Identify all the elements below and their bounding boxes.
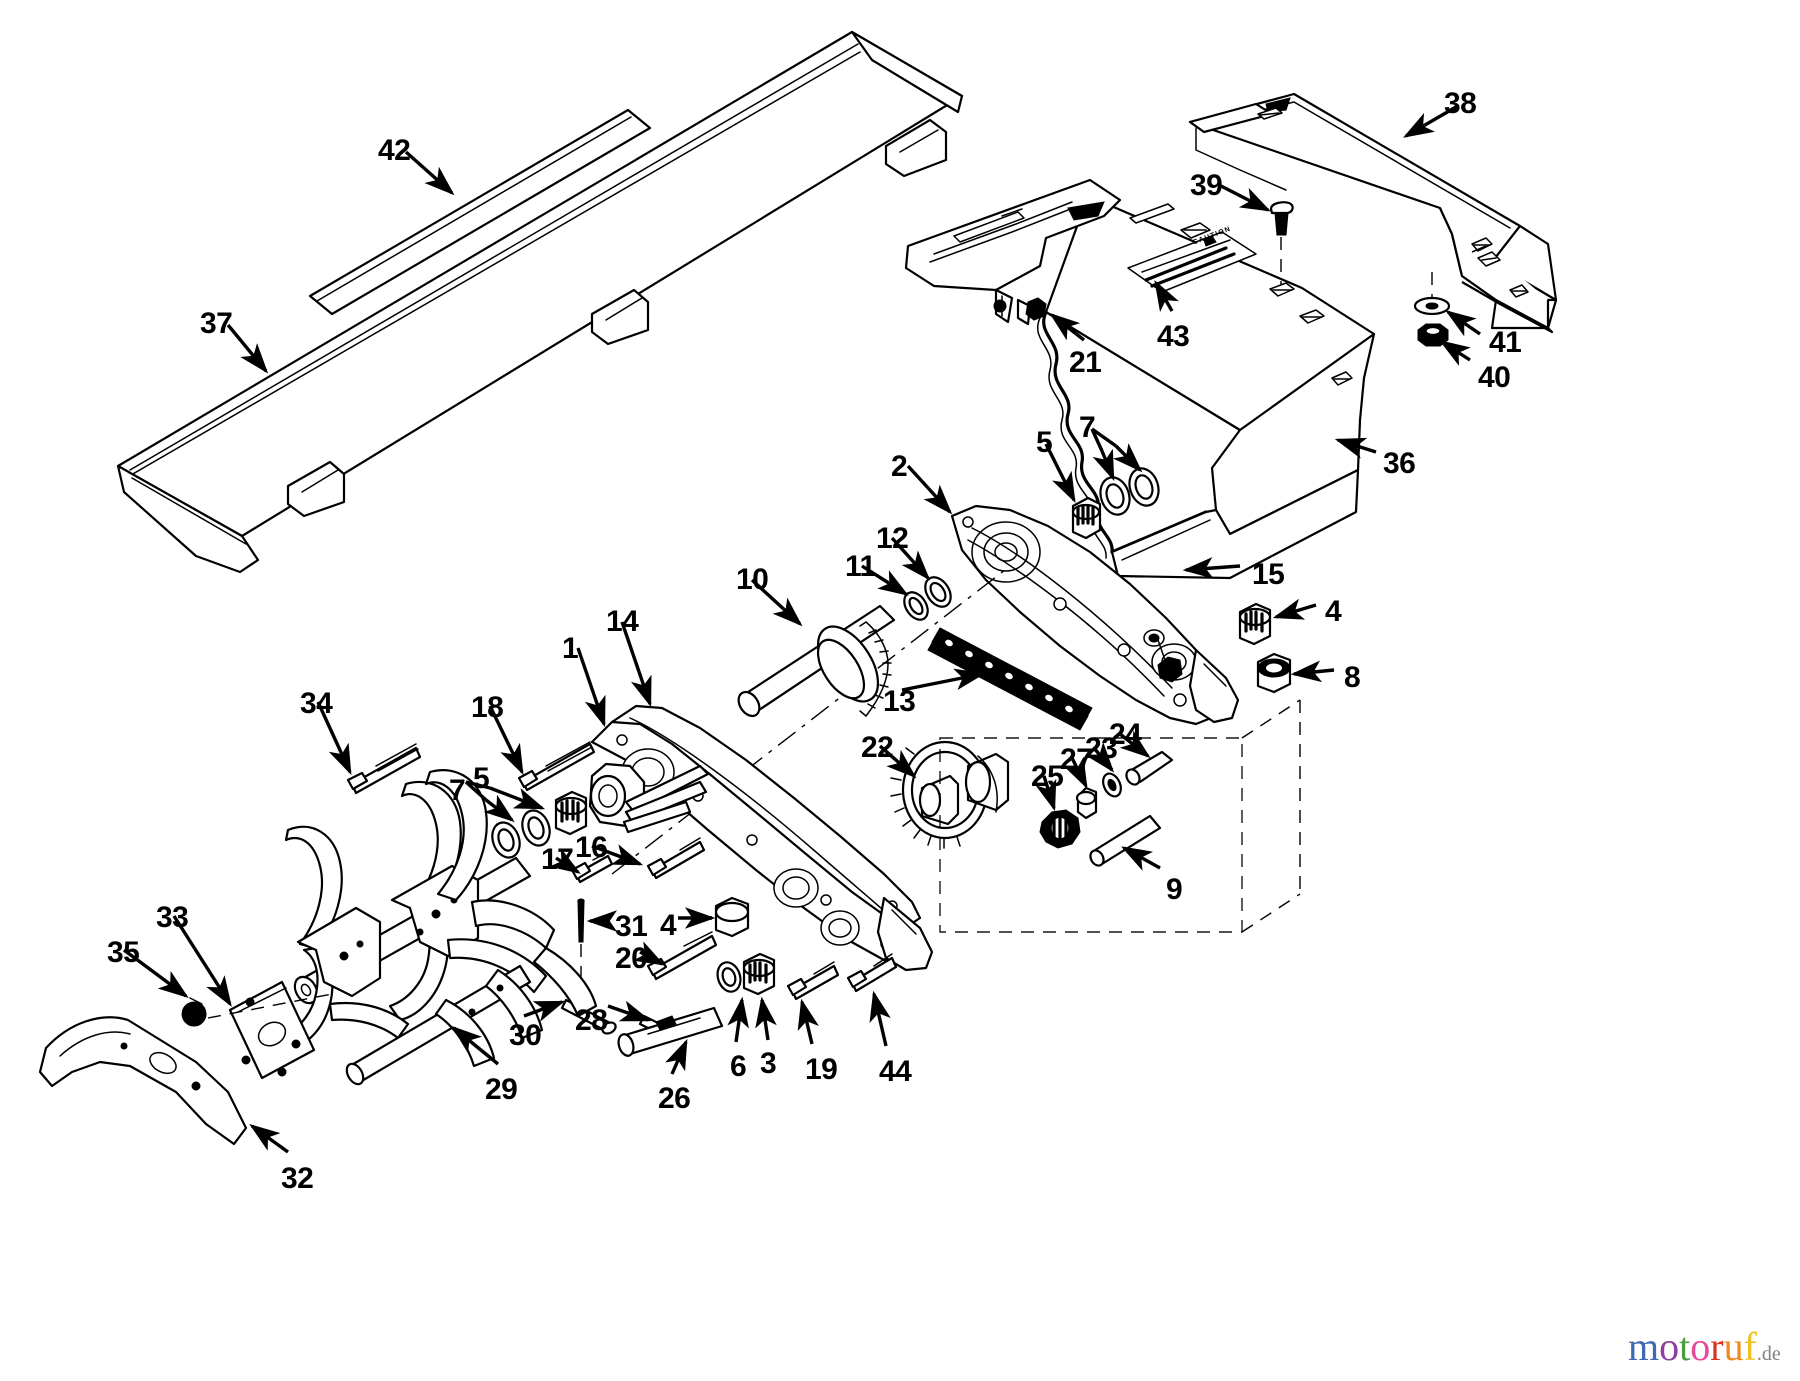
callout-43: 43	[1157, 320, 1190, 353]
watermark-letter-r: r	[1710, 1324, 1724, 1369]
part-38-right-end-shield	[1188, 92, 1558, 334]
part-6-needle-bearing	[742, 952, 776, 996]
watermark-letter-t: t	[1679, 1324, 1691, 1369]
callout-40: 40	[1478, 361, 1511, 394]
callout-10: 10	[736, 563, 769, 596]
callout-42: 42	[378, 134, 411, 167]
callout-15: 15	[1252, 558, 1285, 591]
callout-13: 13	[883, 685, 916, 718]
callout-22: 22	[861, 731, 894, 764]
callout-38: 38	[1444, 87, 1477, 120]
part-27-spacer-27	[1075, 786, 1098, 820]
callout-16: 16	[575, 831, 608, 864]
callout-17: 17	[541, 843, 574, 876]
part-23-washer-23	[1102, 772, 1122, 798]
part-5-needle-bearing-left	[554, 790, 588, 836]
part-4-bushing-center	[714, 896, 750, 938]
part-4-needle-bearing-right	[1238, 602, 1272, 646]
part-25-pinion-gear	[1039, 809, 1081, 849]
callout-21: 21	[1069, 346, 1102, 379]
part-21-hood-hex-nut	[1025, 297, 1047, 321]
part-7-oil-seals-upper	[1099, 467, 1160, 516]
part-8-bushing-right	[1256, 652, 1292, 694]
part-39-shield-screw	[1269, 201, 1294, 236]
part-19-hex-bolt	[786, 961, 840, 1001]
callout-34: 34	[300, 687, 333, 720]
part-31-roll-pin	[577, 898, 585, 943]
watermark-letter-m: m	[1628, 1324, 1660, 1369]
part-34-hex-bolt	[346, 743, 422, 795]
part-7-oil-seals-left	[491, 809, 551, 859]
part-11-retaining-ring	[903, 591, 929, 621]
callout-36: 36	[1383, 447, 1416, 480]
watermark-letter-u: u	[1723, 1324, 1744, 1369]
part-36-tiller-hood	[904, 178, 1376, 580]
callout-4-right: 4	[1325, 595, 1342, 628]
part-33-tine-mounting-plate	[228, 980, 316, 1080]
part-24-spacer-24	[1125, 750, 1174, 786]
part-37-left-hood-shield	[116, 30, 964, 574]
part-18-hex-bolt	[517, 741, 596, 792]
callout-2: 2	[891, 450, 908, 483]
callout-7-left: 7	[449, 774, 466, 807]
part-16-hex-bolt	[646, 837, 706, 880]
part-13-drive-chain	[927, 627, 1093, 731]
callout-32: 32	[281, 1162, 314, 1195]
watermark-suffix: .de	[1756, 1343, 1781, 1365]
callout-4-center: 4	[660, 909, 677, 942]
callout-14: 14	[606, 605, 639, 638]
callout-31: 31	[615, 910, 648, 943]
motoruf-watermark: motoruf.de	[1628, 1327, 1781, 1374]
part-20-hex-bolt	[646, 931, 718, 981]
callout-28: 28	[575, 1004, 608, 1037]
callout-30: 30	[509, 1019, 542, 1052]
leader-lines	[122, 105, 1481, 1154]
watermark-letter-o1: o	[1659, 1324, 1680, 1369]
part-42-shield-extension-strip	[308, 108, 652, 316]
part-44-hex-bolt	[846, 953, 898, 993]
callout-8: 8	[1344, 661, 1361, 694]
part-1-left-gearcase-half	[588, 704, 934, 972]
callout-24: 24	[1109, 718, 1142, 751]
part-29-tine-assembly	[280, 769, 598, 1086]
callout-19: 19	[805, 1053, 838, 1086]
callout-5-upper: 5	[1036, 426, 1053, 459]
callout-25: 25	[1031, 760, 1064, 793]
callout-39: 39	[1190, 169, 1223, 202]
callout-41: 41	[1489, 326, 1522, 359]
callout-1: 1	[562, 632, 579, 665]
callout-27: 27	[1060, 743, 1093, 776]
callout-23: 23	[1085, 732, 1118, 765]
callout-6: 6	[730, 1050, 747, 1083]
callout-12: 12	[876, 522, 909, 555]
part-12-thrust-washer	[924, 576, 952, 608]
callout-35: 35	[107, 936, 140, 969]
callout-9: 9	[1166, 873, 1183, 906]
watermark-letter-f: f	[1743, 1324, 1757, 1369]
part-41-flat-washer	[1413, 296, 1451, 316]
watermark-letter-o2: o	[1690, 1324, 1711, 1369]
callout-3: 3	[760, 1047, 777, 1080]
callout-33: 33	[156, 901, 189, 934]
callout-20: 20	[615, 942, 648, 975]
callout-7-upper: 7	[1079, 411, 1096, 444]
callout-18: 18	[471, 691, 504, 724]
part-26-tine-shaft	[617, 1006, 724, 1057]
callout-11: 11	[845, 550, 876, 583]
callout-26: 26	[658, 1082, 691, 1115]
callout-5-left: 5	[473, 762, 490, 795]
part-3-oil-seal	[716, 961, 742, 993]
callout-44: 44	[879, 1055, 912, 1088]
part-32-outer-tine-blade	[38, 1016, 248, 1146]
part-5-needle-bearing-upper	[1071, 496, 1102, 540]
part-35-carriage-bolt	[181, 997, 207, 1027]
part-22-worm-gear-sprocket	[890, 740, 1010, 849]
part-10-driven-sprocket-shaft	[737, 604, 896, 718]
part-9-drive-shaft	[1089, 814, 1162, 867]
callout-37: 37	[200, 307, 233, 340]
callout-29: 29	[485, 1073, 518, 1106]
